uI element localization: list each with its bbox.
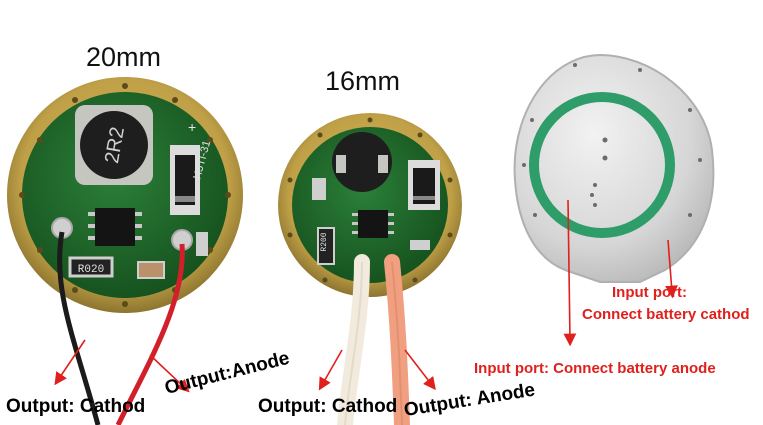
- driver-board-16mm: R200: [278, 113, 462, 425]
- inductor-20mm: [80, 111, 148, 179]
- capacitor-16mm: [312, 178, 326, 200]
- arrow-input-anode: [563, 199, 577, 347]
- arrow-cathode-20mm: [54, 339, 86, 386]
- capacitor-20mm: [137, 261, 165, 279]
- board-holes: [522, 63, 702, 217]
- arrow-input-cathode: [665, 239, 678, 299]
- diode-20mm: [175, 155, 195, 205]
- capacitor-small-20mm: [196, 232, 208, 256]
- label-output-cathode-16mm: Output: Cathod: [258, 396, 398, 417]
- size-label-16mm: 16mm: [325, 66, 401, 96]
- arrow-anode-20mm: [149, 354, 190, 393]
- capacitor-small-16mm: [410, 240, 430, 250]
- aluminum-plate: [513, 53, 715, 283]
- svg-text:+: +: [188, 119, 196, 135]
- driver-board-20mm: 2R2 + R020 H5TI-31: [7, 77, 243, 425]
- label-output-cathode-20mm: Output: Cathod: [6, 396, 146, 417]
- annotation-arrows: [54, 199, 678, 393]
- resistor-20mm: [68, 256, 114, 278]
- resistor-marking-20mm: R020: [78, 264, 104, 276]
- ring-holes-16mm: [287, 117, 453, 283]
- green-ring: [529, 92, 675, 238]
- size-label-20mm: 20mm: [86, 42, 162, 72]
- ic-chip-20mm: [95, 208, 135, 246]
- aluminum-board: [513, 53, 715, 283]
- label-input-anode: Input port: Connect battery anode: [474, 360, 716, 377]
- wire-red-20mm: [115, 243, 185, 425]
- arrow-cathode-16mm: [318, 349, 343, 391]
- ring-holes-20mm: [19, 83, 231, 307]
- ic-chip-16mm: [358, 210, 388, 238]
- wire-black-20mm: [57, 231, 101, 425]
- diode-16mm: [413, 168, 435, 204]
- arrow-anode-16mm: [404, 349, 436, 391]
- resistor-marking-16mm: R200: [320, 232, 329, 251]
- label-input-port: Input port:: [612, 284, 687, 301]
- inductor-16mm: [332, 132, 392, 192]
- label-connect-battery-cathode: Connect battery cathod: [582, 306, 750, 323]
- resistor-16mm: [317, 227, 335, 265]
